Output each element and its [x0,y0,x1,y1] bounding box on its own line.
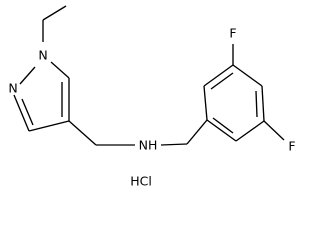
bond-c3-c4 [28,120,70,132]
atom-f-top-label: F [229,26,236,41]
bond-c5-n1 [50,61,70,79]
bond-c6-c1 [206,119,237,142]
bond-c4-c5 [261,85,265,122]
bond-ch2-ring [186,119,208,145]
bond-c4-ch2 [68,120,97,146]
atom-f-bottom-label: F [288,139,295,154]
bond-c5-f [263,120,285,141]
bond-ethyl-ch3 [42,5,67,21]
atom-n2-label: N [8,81,17,96]
bond-n2-c3 [13,94,30,132]
salt-label: HCl [130,174,152,189]
bond-c6-c1-inner [212,117,234,134]
bond-c4-c5-inner [255,90,258,118]
bond-c2-c3-inner [210,72,234,90]
bond-c1-c2 [203,85,208,121]
bond-n2-c3-inner [21,98,34,126]
atom-n1-label: N [38,48,47,63]
bond-n1-n2 [19,66,36,85]
bond-c3-c4 [232,64,263,87]
atom-nh-label: NH [139,138,158,153]
chemical-structure: N N NH F F HCl [8,5,296,189]
bond-c5-c6 [235,120,265,142]
bond-nh-ch2 [160,143,188,146]
bond-c2-c3 [203,64,234,87]
